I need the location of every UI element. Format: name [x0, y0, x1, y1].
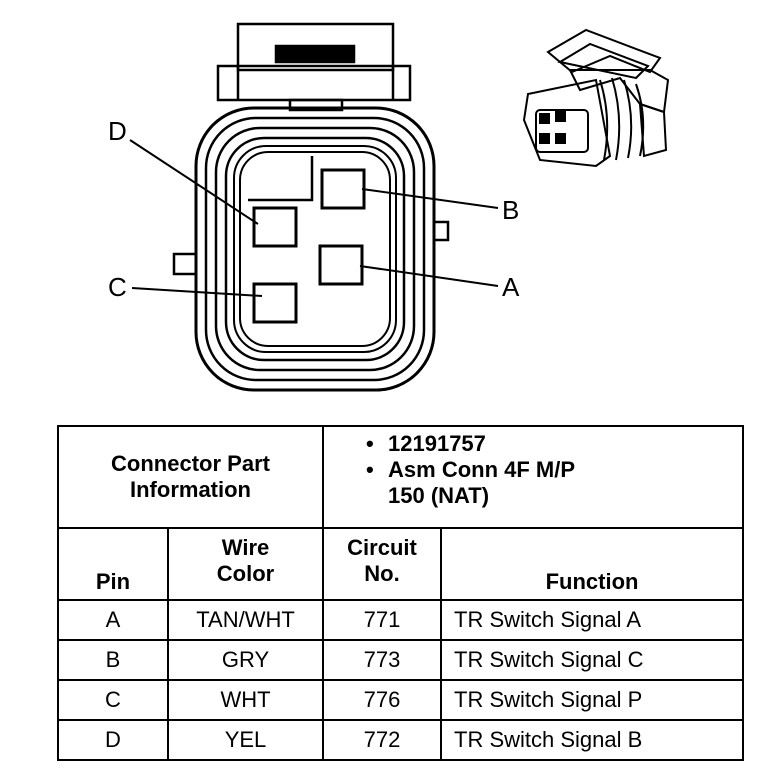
- leader-b: [361, 188, 499, 209]
- polarization-key: [248, 156, 314, 202]
- function-cell: TR Switch Signal P: [440, 679, 745, 721]
- header-wire-color: Wire Color: [166, 527, 325, 601]
- connector-part-details: 12191757 Asm Conn 4F M/P 150 (NAT): [322, 425, 745, 529]
- pin-cell: C: [57, 679, 169, 721]
- wire-color-cell: YEL: [166, 719, 325, 761]
- connector-diagram: D B C A: [108, 22, 670, 392]
- function-cell: TR Switch Signal C: [440, 639, 745, 681]
- pin-cell: D: [57, 719, 169, 761]
- connector-thumbnail: [522, 28, 670, 168]
- cavity-d: [252, 206, 298, 248]
- cavity-b: [320, 168, 366, 210]
- callout-b: B: [502, 195, 519, 225]
- header-function: Function: [440, 527, 745, 601]
- cavity-c: [252, 282, 298, 324]
- part-title-line2: Information: [130, 477, 251, 502]
- table-row: A TAN/WHT 771 TR Switch Signal A: [57, 599, 745, 641]
- callout-d: D: [108, 116, 127, 146]
- part-title-line1: Connector Part: [111, 451, 270, 476]
- header-circuit-no: Circuit No.: [322, 527, 443, 601]
- connector-latch: [216, 22, 412, 112]
- table-row: C WHT 776 TR Switch Signal P: [57, 679, 745, 721]
- left-tab: [172, 252, 198, 276]
- callout-a: A: [502, 272, 520, 302]
- part-number: 12191757: [366, 431, 742, 457]
- connector-table: Connector Part Information 12191757 Asm …: [56, 425, 745, 761]
- circuit-cell: 773: [322, 639, 443, 681]
- leader-d: [129, 139, 259, 225]
- circuit-cell: 772: [322, 719, 443, 761]
- circuit-cell: 771: [322, 599, 443, 641]
- circuit-cell: 776: [322, 679, 443, 721]
- leader-a: [359, 265, 499, 287]
- header-pin: Pin: [57, 527, 169, 601]
- callout-c: C: [108, 272, 127, 302]
- leader-c: [131, 287, 263, 297]
- connector-part-information-label: Connector Part Information: [56, 425, 325, 529]
- pin-cell: B: [57, 639, 169, 681]
- function-cell: TR Switch Signal A: [440, 599, 745, 641]
- right-tab: [432, 220, 450, 242]
- wire-color-cell: WHT: [166, 679, 325, 721]
- table-row: B GRY 773 TR Switch Signal C: [57, 639, 745, 681]
- function-cell: TR Switch Signal B: [440, 719, 745, 761]
- connector-housing: [194, 106, 436, 392]
- pin-cell: A: [57, 599, 169, 641]
- table-row: D YEL 772 TR Switch Signal B: [57, 719, 745, 761]
- part-description: Asm Conn 4F M/P 150 (NAT): [366, 457, 742, 509]
- cavity-a: [318, 244, 364, 286]
- wire-color-cell: TAN/WHT: [166, 599, 325, 641]
- wire-color-cell: GRY: [166, 639, 325, 681]
